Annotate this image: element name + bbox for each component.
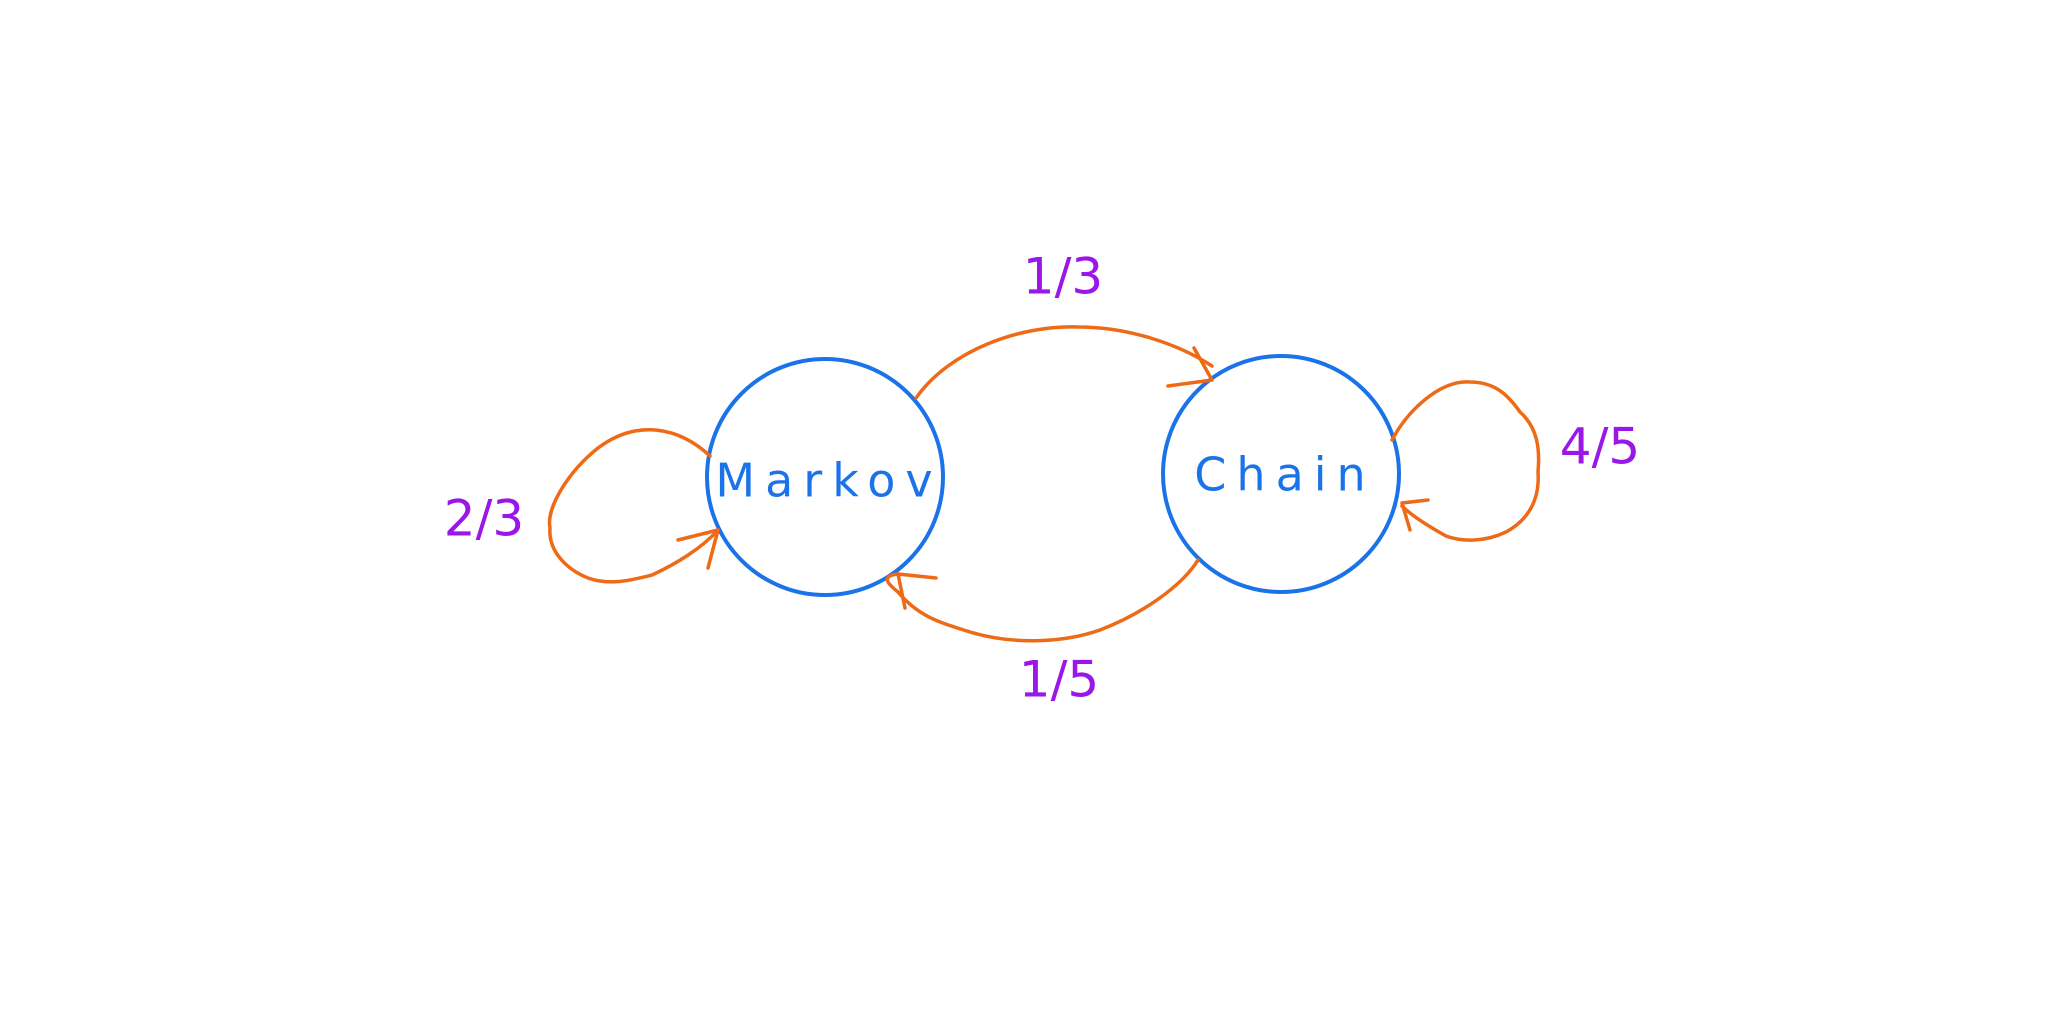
prob-label-chain-to-markov: 1/5 <box>1019 651 1099 709</box>
loop-arrow-chain <box>1390 380 1541 542</box>
state-chain: Chain <box>1161 354 1401 594</box>
prob-label-chain-self: 4/5 <box>1560 418 1640 476</box>
state-chain-circle <box>1161 354 1401 594</box>
arrowhead-markov-to-chain <box>1166 346 1214 388</box>
arrow-chain-to-markov <box>885 558 1200 643</box>
state-chain-label: Chain <box>1194 448 1375 502</box>
transition-markov-to-chain: 1/3 <box>914 248 1214 400</box>
arrowhead-chain-self <box>1400 498 1430 532</box>
arrowhead-chain-to-markov <box>896 572 938 610</box>
transition-markov-to-markov: 2/3 <box>444 427 720 584</box>
prob-label-markov-to-chain: 1/3 <box>1023 248 1103 306</box>
transition-chain-to-chain: 4/5 <box>1390 380 1640 542</box>
arrow-markov-to-chain <box>914 325 1214 400</box>
prob-label-markov-self: 2/3 <box>444 490 524 548</box>
loop-arrow-markov <box>547 427 720 584</box>
state-markov-label: Markov <box>715 454 942 508</box>
arrowhead-markov-self <box>676 528 720 570</box>
state-markov-circle <box>705 357 945 597</box>
transition-chain-to-markov: 1/5 <box>885 558 1200 709</box>
state-markov: Markov <box>705 357 945 597</box>
